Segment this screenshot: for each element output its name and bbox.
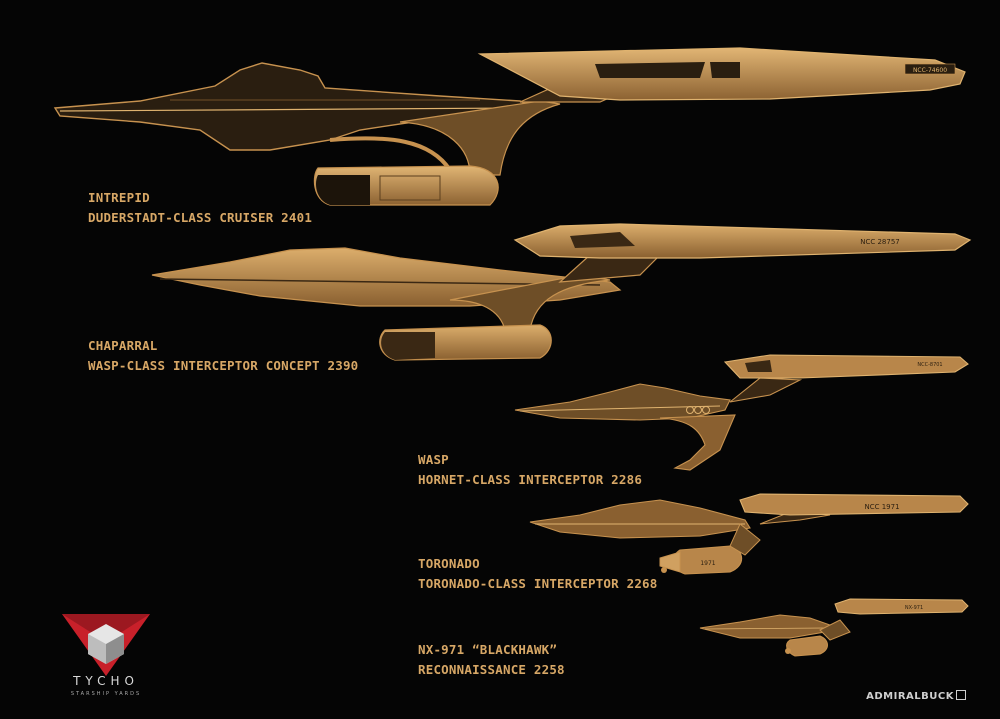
artist-credit-text: ADMIRALBUCK xyxy=(866,691,954,702)
ship-name: INTREPID xyxy=(88,190,150,205)
ship-name: CHAPARRAL xyxy=(88,338,158,353)
tycho-logo-icon xyxy=(62,614,150,676)
intrepid-registry: NCC-74600 xyxy=(913,67,947,74)
blackhawk-registry: NX-971 xyxy=(905,605,923,611)
ship-designation: RECONNAISSANCE 2258 xyxy=(418,662,565,677)
wasp-registry: NCC-8701 xyxy=(917,362,942,368)
credit-logo-icon xyxy=(956,690,966,700)
logo-subtitle: STARSHIP YARDS xyxy=(70,691,142,697)
logo-wordmark: TYCHO xyxy=(73,674,139,688)
ship-designation: HORNET-CLASS INTERCEPTOR 2286 xyxy=(418,472,643,487)
toronado-nacelle-mark: 1971 xyxy=(700,560,715,567)
chaparral-caption: CHAPARRAL WASP-CLASS INTERCEPTOR CONCEPT… xyxy=(88,336,358,376)
ship-designation: DUDERSTADT-CLASS CRUISER 2401 xyxy=(88,210,313,225)
ship-name: TORONADO xyxy=(418,556,480,571)
toronado-caption: TORONADO TORONADO-CLASS INTERCEPTOR 2268 xyxy=(418,554,658,594)
ship-designation: WASP-CLASS INTERCEPTOR CONCEPT 2390 xyxy=(88,358,359,373)
chaparral-registry: NCC 28757 xyxy=(860,238,900,246)
intrepid-caption: INTREPID DUDERSTADT-CLASS CRUISER 2401 xyxy=(88,188,312,228)
ship-name: NX-971 “BLACKHAWK” xyxy=(418,642,558,657)
ship-name: WASP xyxy=(418,452,449,467)
wasp-caption: WASP HORNET-CLASS INTERCEPTOR 2286 xyxy=(418,450,642,490)
blackhawk-caption: NX-971 “BLACKHAWK” RECONNAISSANCE 2258 xyxy=(418,640,565,680)
toronado-registry: NCC 1971 xyxy=(864,503,899,511)
ship-designation: TORONADO-CLASS INTERCEPTOR 2268 xyxy=(418,576,658,591)
artist-credit: ADMIRALBUCK xyxy=(866,690,966,702)
